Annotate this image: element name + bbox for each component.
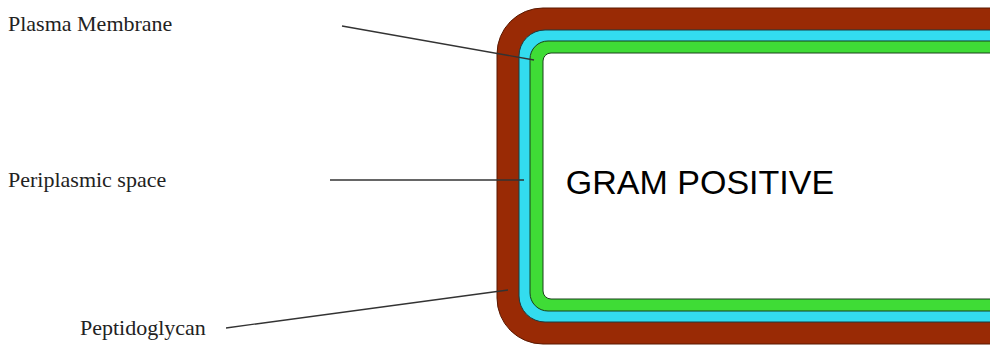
part-label: Periplasmic space xyxy=(8,169,166,191)
leader-line xyxy=(330,179,524,180)
part-label: Plasma Membrane xyxy=(8,13,172,35)
part-label: Peptidoglycan xyxy=(80,317,206,339)
leader-line xyxy=(342,26,534,60)
cytoplasm xyxy=(543,53,990,299)
leader-line xyxy=(226,290,508,328)
cell-type-label: GRAM POSITIVE xyxy=(566,165,834,199)
